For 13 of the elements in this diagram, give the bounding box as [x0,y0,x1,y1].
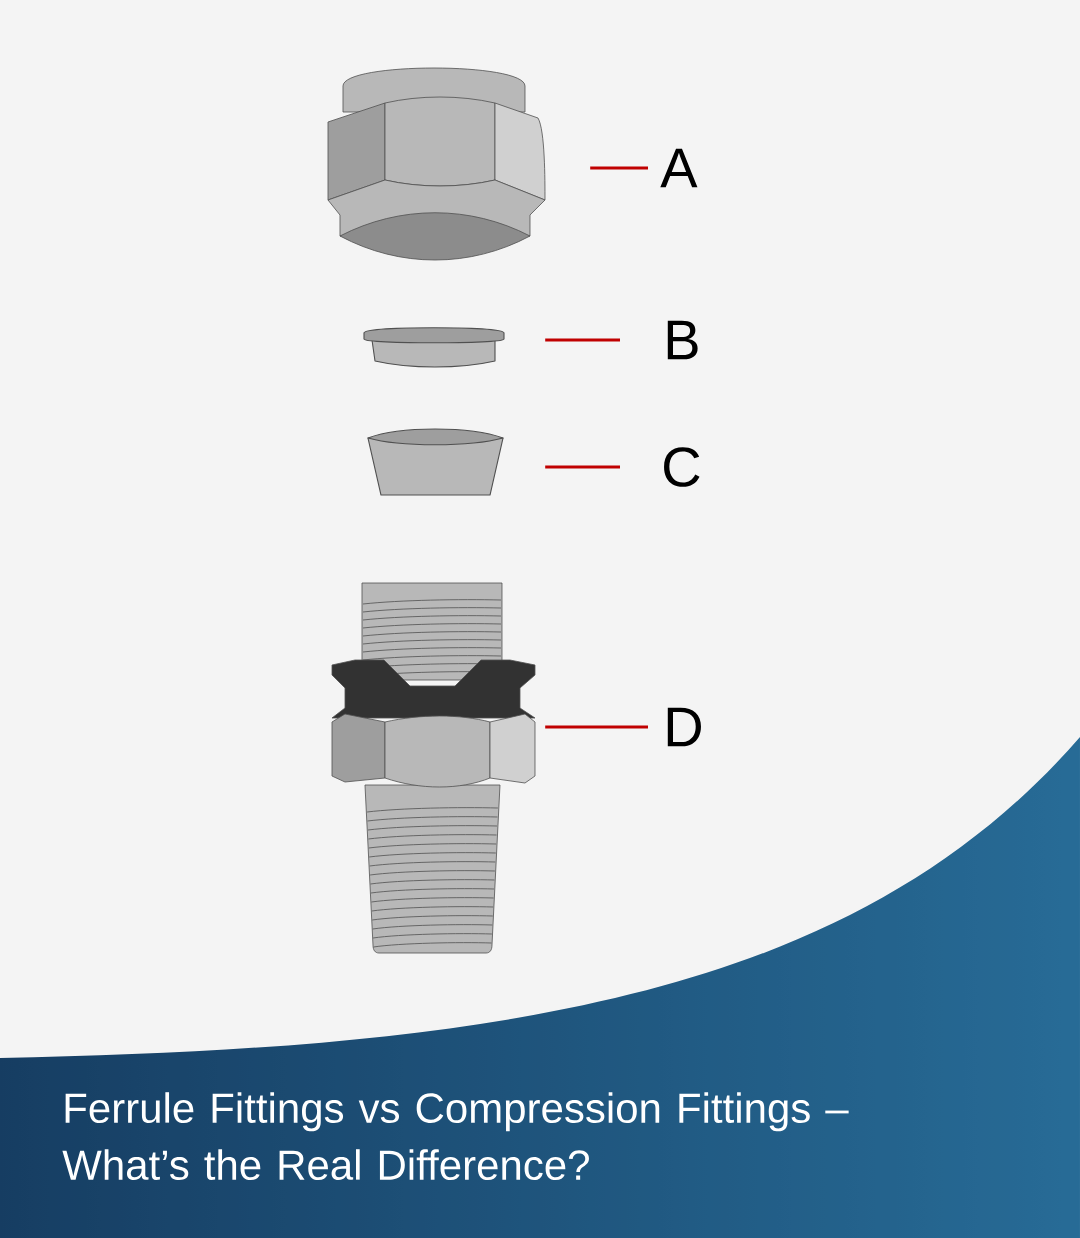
title: Ferrule Fittings vs Compression Fittings – What’s the Real Difference? [62,1092,849,1181]
leader-line [590,166,648,170]
threaded-fitting-drawing [331,582,536,954]
leader-line [545,465,620,469]
part-letter: D [667,707,701,747]
leader-line [545,338,620,342]
leader-line [545,725,648,729]
part-letter: A [660,148,698,188]
ferrule-drawing [367,428,504,496]
part-letter: C [664,447,700,487]
part-letter: B [667,320,698,360]
washer-drawing [363,327,505,368]
cap-nut-drawing [327,67,546,261]
